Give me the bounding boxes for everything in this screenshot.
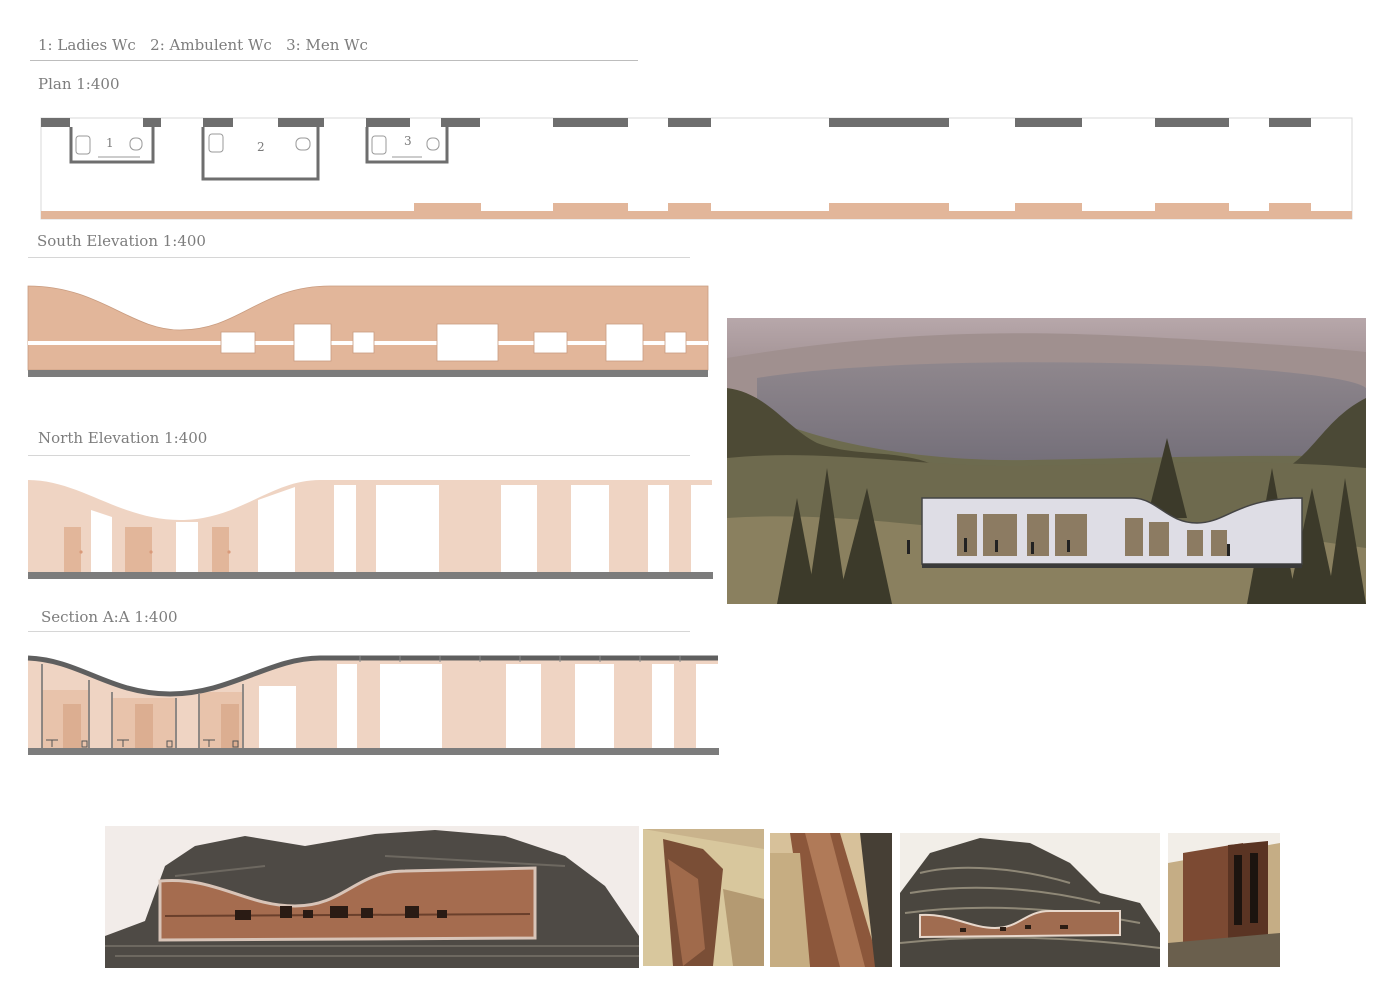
north-elevation-title: North Elevation 1:400 — [38, 429, 208, 447]
plan-title: Plan 1:400 — [38, 75, 120, 93]
model-photo-detail-1-image — [643, 829, 764, 966]
plan-room-number-3: 3 — [404, 134, 412, 148]
section-divider — [28, 631, 690, 632]
south-elevation-title: South Elevation 1:400 — [37, 232, 206, 250]
model-photo-aerial — [900, 833, 1160, 967]
perspective-render-image — [727, 318, 1366, 604]
north-elevation-divider — [28, 455, 690, 456]
plan-drawing: 1 2 3 — [40, 117, 1353, 220]
plan-room-number-1: 1 — [106, 136, 114, 150]
model-photo-detail-2-image — [770, 833, 892, 967]
legend-item-ladies: 1: Ladies Wc — [38, 36, 136, 54]
south-elevation-drawing — [27, 285, 709, 377]
legend: 1: Ladies Wc 2: Ambulent Wc 3: Men Wc — [38, 36, 368, 54]
model-photo-end — [1168, 833, 1280, 967]
plan-room-number-2: 2 — [257, 140, 265, 154]
legend-item-men: 3: Men Wc — [286, 36, 368, 54]
south-elevation-divider — [28, 257, 690, 258]
model-photo-front-image — [105, 826, 639, 968]
perspective-render — [727, 318, 1366, 604]
section-drawing — [27, 655, 719, 755]
model-photo-detail-2 — [770, 833, 892, 967]
model-photo-aerial-image — [900, 833, 1160, 967]
north-elevation-drawing — [28, 480, 713, 579]
section-title: Section A:A 1:400 — [41, 608, 178, 626]
model-photo-end-image — [1168, 833, 1280, 967]
model-photo-front — [105, 826, 639, 968]
legend-item-ambulent: 2: Ambulent Wc — [150, 36, 272, 54]
legend-divider — [30, 60, 638, 61]
model-photo-detail-1 — [643, 829, 764, 966]
